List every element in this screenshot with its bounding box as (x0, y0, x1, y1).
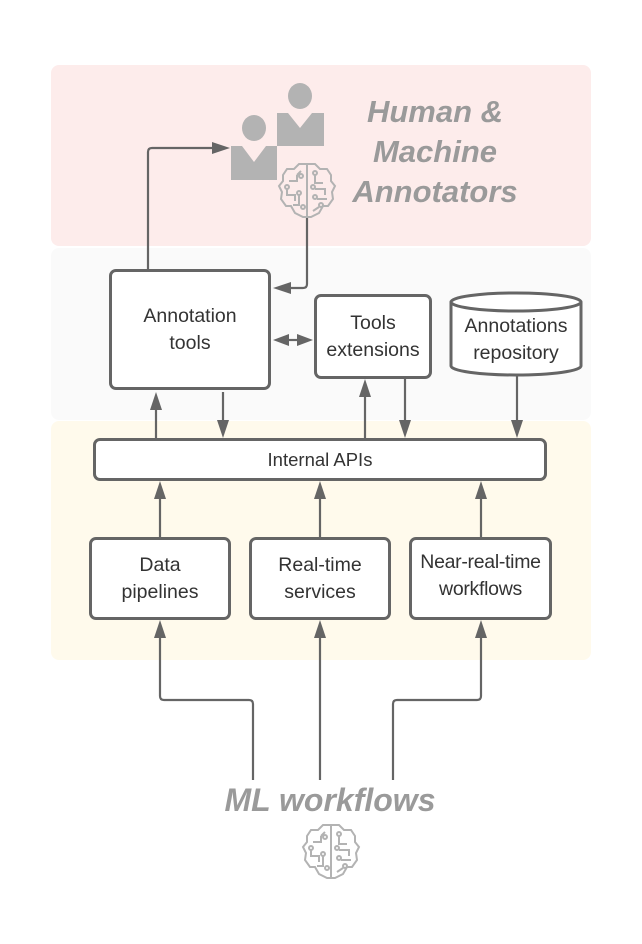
annotations-repository-cylinder (449, 291, 583, 377)
data-pipelines-label-line-2: pipelines (121, 580, 199, 603)
data-pipelines-node[interactable]: Data pipelines (89, 537, 231, 620)
annotators-title: Human & Machine Annotators (330, 92, 540, 212)
arrowhead-up-near-real-time-api (475, 481, 487, 499)
tools-extensions-node[interactable]: Tools extensions (314, 294, 432, 379)
arrowhead-bidir-left (273, 334, 289, 346)
edge-annotators-to-annotation-tools (287, 218, 309, 290)
annotation-tools-node[interactable]: Annotation tools (109, 269, 271, 390)
brain-circuit-icon (277, 163, 337, 218)
tools-extensions-label-line-1: Tools (350, 311, 396, 334)
people-icon (231, 83, 324, 180)
arrowhead-up-real-time (314, 620, 326, 638)
ml-workflows-title: ML workflows (224, 782, 436, 818)
near-real-time-workflows-label-line-1: Near-real-time (420, 550, 541, 573)
real-time-services-label-line-1: Real-time (278, 553, 362, 576)
arrowhead-up-near-real-time (475, 620, 487, 638)
annotation-tools-label-line-2: tools (169, 331, 211, 354)
edge-ml-to-near-real-time (391, 636, 483, 780)
internal-apis-node[interactable]: Internal APIs (93, 438, 547, 481)
arrowhead-up-data-pipelines (154, 620, 166, 638)
internal-apis-label: Internal APIs (267, 449, 373, 470)
arrowhead-to-annotators (212, 142, 230, 154)
annotations-repository-label-line-2: repository (473, 342, 559, 364)
near-real-time-workflows-label-line-2: workflows (439, 577, 522, 600)
annotators-title-line-1: Human & (366, 94, 504, 129)
real-time-services-label-line-2: services (284, 580, 356, 603)
near-real-time-workflows-node[interactable]: Near-real-time workflows (409, 537, 552, 620)
annotation-tools-label-line-1: Annotation (143, 304, 237, 327)
brain-circuit-icon (301, 824, 361, 879)
arrowhead-to-annotation-tools-right (273, 282, 291, 294)
arrowhead-down-from-repository (511, 420, 523, 438)
data-pipelines-label-line-1: Data (139, 553, 181, 576)
arrowhead-up-tools-extensions (359, 379, 371, 397)
tools-extensions-label-line-2: extensions (326, 338, 420, 361)
arrowhead-up-annotation-tools (150, 392, 162, 410)
annotators-title-line-3: Annotators (352, 174, 518, 209)
arrowhead-down-from-tools-extensions (399, 420, 411, 438)
edge-ml-to-data-pipelines (158, 636, 255, 780)
real-time-services-node[interactable]: Real-time services (249, 537, 391, 620)
arrowhead-up-data-pipelines-api (154, 481, 166, 499)
zone-human-machine-annotators (51, 65, 591, 246)
arrowhead-up-real-time-api (314, 481, 326, 499)
arrowhead-bidir-right (297, 334, 313, 346)
annotators-title-line-2: Machine (372, 134, 498, 169)
arrowhead-down-from-annotation-tools (217, 420, 229, 438)
edge-annotation-tools-to-annotators (146, 146, 218, 270)
annotations-repository-label-line-1: Annotations (464, 315, 568, 337)
annotations-repository-node[interactable]: Annotations repository (451, 312, 581, 368)
